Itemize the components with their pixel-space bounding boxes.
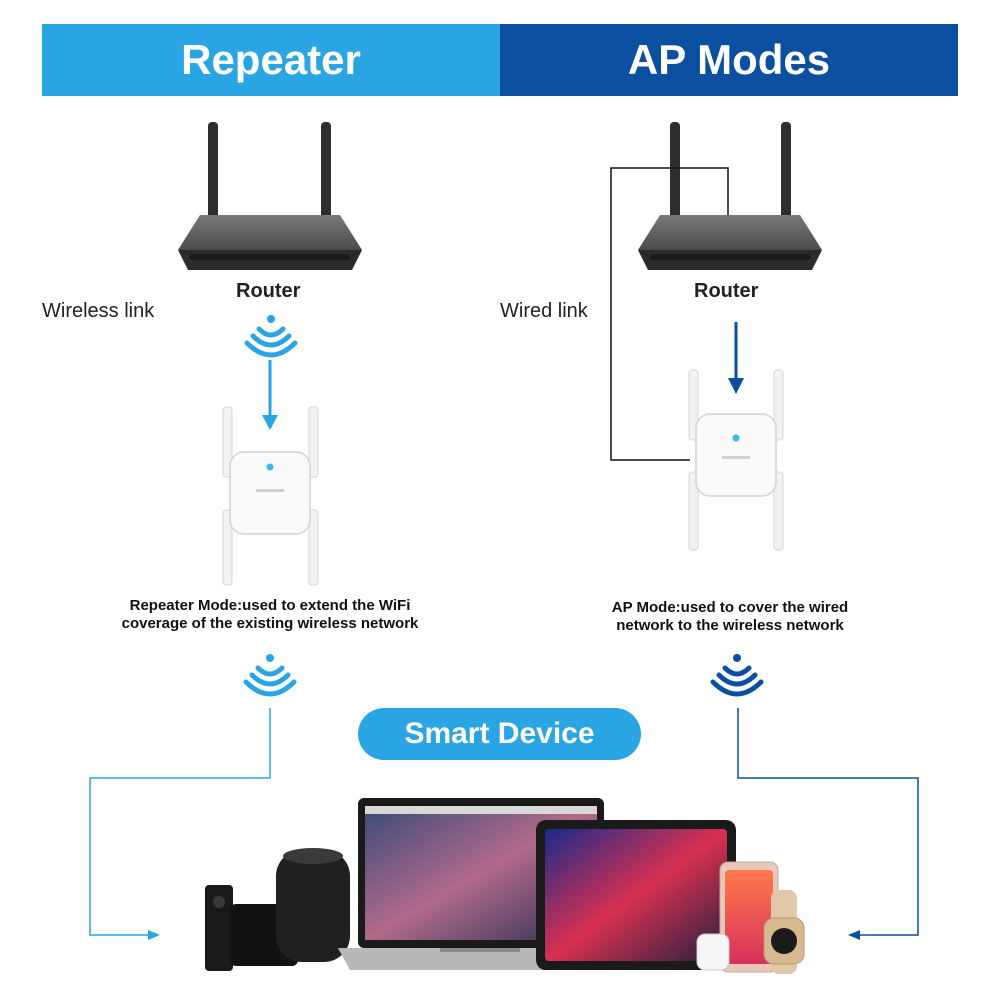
wifi-signal-icon [244, 315, 298, 358]
router-icon-right [638, 122, 822, 270]
repeater-mode-banner: Repeater [42, 24, 500, 96]
wireless-link-label: Wireless link [42, 300, 155, 322]
smart-device-label: Smart Device [358, 708, 641, 760]
wired-link-cable [610, 167, 729, 461]
smartwatch-icon [763, 890, 805, 974]
wifi-extender-icon-left [222, 406, 319, 586]
ap-caption-line2: network to the wireless network [616, 617, 844, 634]
wifi-signal-icon [243, 654, 297, 697]
wifi-signal-icon [710, 654, 764, 697]
earbuds-icon [696, 933, 730, 971]
router-label-left: Router [236, 280, 301, 302]
ap-mode-banner: AP Modes [500, 24, 958, 96]
wifi-extender-icon-right [688, 369, 784, 551]
repeater-caption-line2: coverage of the existing wireless networ… [121, 615, 419, 632]
smart-device-title: Smart Device [404, 717, 595, 750]
smart-speaker-icon [276, 848, 350, 962]
tablet-icon [536, 820, 736, 970]
ap-modes-title: AP Modes [627, 36, 831, 83]
down-arrow-icon [262, 360, 278, 430]
router-label-right: Router [694, 280, 759, 302]
ap-mode-caption: AP Mode:used to cover the wired network … [570, 599, 890, 635]
left-connection-line [89, 708, 271, 940]
down-arrow-icon [728, 322, 744, 394]
repeater-mode-caption: Repeater Mode:used to extend the WiFi co… [90, 597, 450, 633]
router-icon-left [178, 122, 362, 270]
right-connection-line [737, 708, 919, 940]
wired-link-label: Wired link [500, 300, 588, 322]
repeater-caption-line1: Repeater Mode:used to extend the WiFi [129, 597, 411, 614]
ap-caption-line1: AP Mode:used to cover the wired [611, 599, 849, 616]
repeater-title: Repeater [181, 36, 361, 83]
